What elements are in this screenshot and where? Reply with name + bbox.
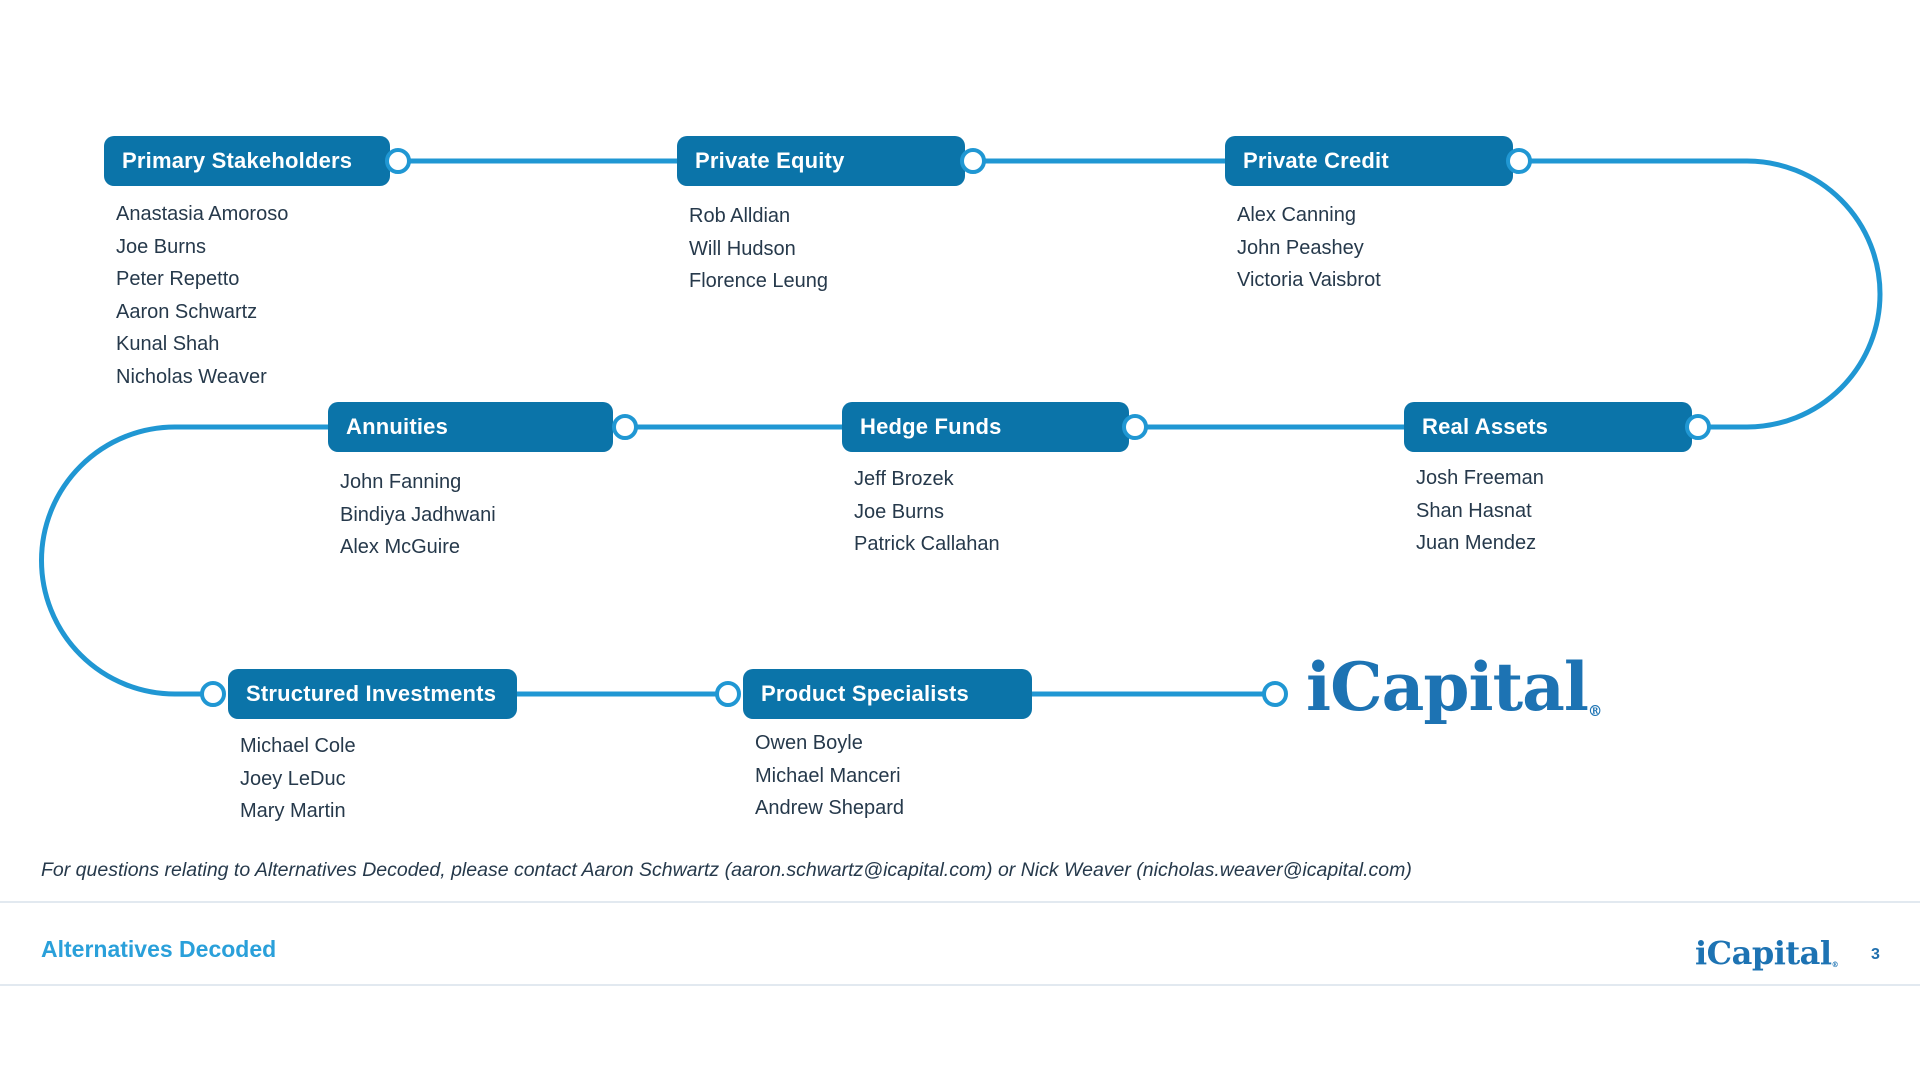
member-name: John Peashey (1237, 236, 1364, 259)
member-name: Anastasia Amoroso (116, 203, 289, 225)
group-box-primary-stakeholders: Primary Stakeholders (104, 136, 390, 186)
group-label: Annuities (346, 414, 449, 439)
divider (0, 984, 1920, 986)
group-label: Private Equity (695, 148, 845, 173)
group-box-product-specialists: Product Specialists (743, 669, 1032, 719)
group-box-private-credit: Private Credit (1225, 136, 1513, 186)
member-name: Mary Martin (240, 800, 346, 822)
member-name: Shan Hasnat (1416, 499, 1532, 522)
member-list-structured-investments: Michael Cole Joey LeDuc Mary Martin (240, 730, 356, 828)
member-name: Rob Alldian (689, 205, 791, 227)
page-number: 3 (1871, 946, 1880, 963)
member-list-product-specialists: Owen Boyle Michael Manceri Andrew Shepar… (755, 727, 904, 825)
member-list-real-assets: Josh Freeman Shan Hasnat Juan Mendez (1416, 462, 1544, 560)
member-name: Joe Burns (854, 500, 945, 523)
connector-node (1685, 414, 1711, 440)
member-name: Will Hudson (689, 237, 796, 260)
member-name: Joe Burns (116, 235, 207, 258)
group-box-structured-investments: Structured Investments (228, 669, 517, 719)
member-name: Andrew Shepard (755, 797, 904, 819)
divider (0, 901, 1920, 903)
member-name: Nicholas Weaver (116, 365, 267, 388)
connector-node (385, 148, 411, 174)
group-box-real-assets: Real Assets (1404, 402, 1692, 452)
group-box-annuities: Annuities (328, 402, 613, 452)
member-name: Peter Repetto (116, 268, 240, 290)
footer-icapital-logo-text: iCapital (1695, 934, 1832, 972)
member-name: Owen Boyle (755, 732, 863, 754)
member-name: Michael Cole (240, 735, 356, 757)
member-name: Michael Manceri (755, 764, 901, 787)
group-box-hedge-funds: Hedge Funds (842, 402, 1129, 452)
group-box-private-equity: Private Equity (677, 136, 965, 186)
connector-node (715, 681, 741, 707)
group-label: Primary Stakeholders (122, 148, 353, 173)
flow-segment-right-curve (1519, 158, 1883, 430)
member-name: Joey LeDuc (240, 767, 346, 790)
member-list-private-equity: Rob Alldian Will Hudson Florence Leung (689, 200, 828, 298)
footer-icapital-logo: iCapital® (1695, 934, 1839, 972)
group-label: Real Assets (1422, 414, 1549, 439)
footer-contact-note: For questions relating to Alternatives D… (41, 859, 1412, 881)
member-name: Juan Mendez (1416, 532, 1537, 554)
member-name: Alex McGuire (340, 536, 461, 558)
connector-node (200, 681, 226, 707)
registered-mark: ® (1587, 702, 1603, 720)
member-name: Alex Canning (1237, 204, 1356, 226)
member-name: Victoria Vaisbrot (1237, 269, 1381, 291)
flow-segment-left-curve (39, 424, 328, 697)
member-list-annuities: John Fanning Bindiya Jadhwani Alex McGui… (340, 466, 496, 564)
member-name: Patrick Callahan (854, 533, 1000, 555)
footer-deck-title: Alternatives Decoded (41, 936, 277, 962)
connector-node (1506, 148, 1532, 174)
member-name: Josh Freeman (1416, 467, 1544, 489)
group-label: Structured Investments (246, 681, 497, 706)
icapital-logo: iCapital® (1306, 648, 1602, 726)
member-name: Aaron Schwartz (116, 300, 258, 323)
member-name: Kunal Shah (116, 333, 220, 355)
member-list-hedge-funds: Jeff Brozek Joe Burns Patrick Callahan (854, 463, 1000, 561)
group-label: Private Credit (1243, 148, 1389, 173)
member-name: Bindiya Jadhwani (340, 503, 496, 526)
member-name: John Fanning (340, 471, 462, 493)
connector-node (1122, 414, 1148, 440)
member-list-primary-stakeholders: Anastasia Amoroso Joe Burns Peter Repett… (116, 198, 288, 393)
member-name: Jeff Brozek (854, 468, 954, 490)
registered-mark: ® (1831, 959, 1839, 969)
connector-node (960, 148, 986, 174)
connector-node (1262, 681, 1288, 707)
icapital-logo-text: iCapital (1306, 648, 1589, 726)
group-label: Hedge Funds (860, 414, 1002, 439)
group-label: Product Specialists (761, 681, 969, 706)
connector-node (612, 414, 638, 440)
member-name: Florence Leung (689, 270, 828, 292)
member-list-private-credit: Alex Canning John Peashey Victoria Vaisb… (1237, 199, 1381, 297)
